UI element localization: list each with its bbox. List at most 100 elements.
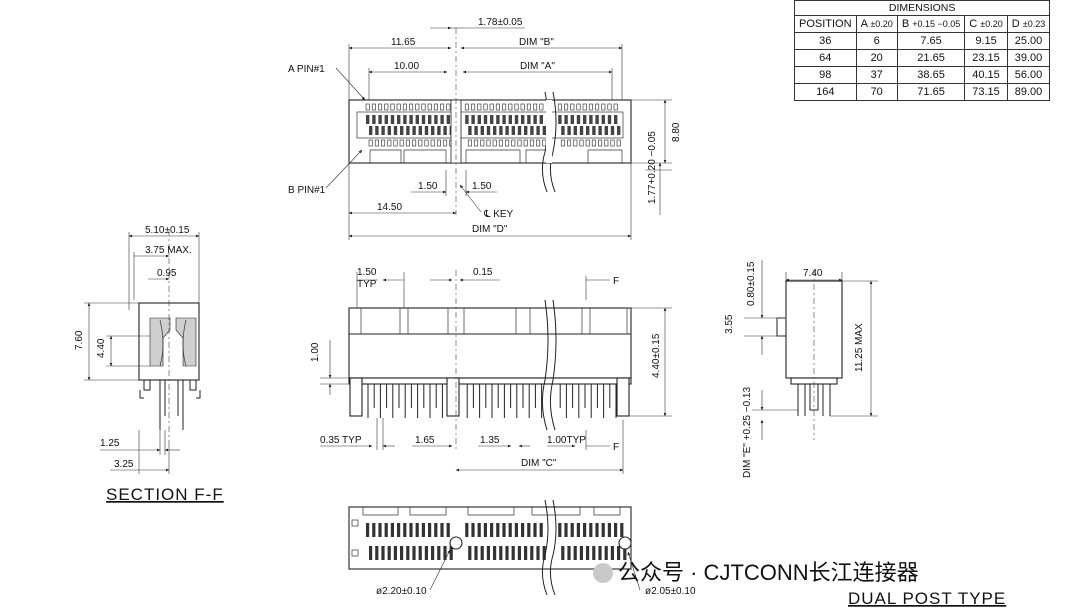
contact-pad (570, 103, 575, 111)
contact (607, 115, 612, 124)
contact (483, 115, 488, 124)
contact-pad (595, 103, 600, 111)
contact-pad (486, 139, 491, 147)
contact (592, 126, 596, 135)
dim-8-80-label: 8.80 (671, 122, 682, 142)
contact (539, 115, 543, 124)
housing-notch (467, 507, 515, 516)
lead-slot (496, 523, 500, 537)
table-cell: 36 (794, 32, 857, 50)
contact-pad (399, 139, 404, 147)
lead-slot (406, 546, 410, 560)
contact-pad (576, 103, 581, 111)
contact-pad (582, 103, 587, 111)
dim-7-60-label: 7.60 (74, 330, 85, 350)
contact-pad (498, 139, 503, 147)
contact-pad (387, 139, 392, 147)
lead-slot (508, 523, 512, 537)
lead-slot (400, 546, 404, 560)
lead-slot (598, 546, 602, 560)
contact-pad (430, 139, 435, 147)
contact-pad (436, 139, 441, 147)
lead-slot (471, 523, 475, 537)
contact (384, 115, 388, 124)
hole-2-05-label: ø2.05±0.10 (645, 586, 696, 597)
lead-slot (486, 546, 490, 560)
housing-window (589, 308, 628, 334)
contact-pad (474, 139, 479, 147)
contact (514, 115, 519, 124)
contact (573, 126, 577, 135)
lead-slot (595, 523, 599, 537)
lead-slot (579, 546, 583, 560)
a-pin-label: A PIN#1 (288, 64, 325, 75)
dim-3-75-label: 3.75 MAX. (145, 245, 192, 256)
contact (471, 115, 475, 124)
contact (477, 115, 481, 124)
lead-slot (434, 523, 438, 537)
lead-slot (614, 523, 618, 537)
contact-pad (412, 139, 417, 147)
contact (381, 126, 385, 135)
housing-window (407, 308, 449, 334)
section-f-marker-bottom: F (613, 442, 619, 453)
table-header-row: POSITION A ±0.20 B +0.15 −0.05 C ±0.20 D… (794, 15, 1051, 33)
lead-slot (375, 546, 379, 560)
housing-notch (369, 149, 402, 163)
contact (558, 115, 562, 124)
contact (589, 115, 593, 124)
contact-pad (573, 139, 578, 147)
dim-1-35-label: 1.35 (480, 435, 500, 446)
table-row: 64 20 21.65 23.15 39.00 (794, 49, 1051, 67)
contact (521, 115, 525, 124)
contact (564, 115, 568, 124)
contact-pad (405, 139, 410, 147)
table-cell: 164 (794, 83, 857, 101)
lead-slot (424, 546, 428, 560)
contact (465, 115, 469, 124)
contact-pad (567, 139, 572, 147)
table-cell: 56.00 (1006, 66, 1051, 84)
contact-pad (393, 139, 398, 147)
housing-notch (593, 507, 621, 516)
contact (610, 126, 615, 135)
lead-slot (477, 523, 481, 537)
contact (583, 115, 587, 124)
lead-slot (617, 546, 621, 560)
contact (446, 115, 450, 124)
lead-slot (480, 546, 484, 560)
dim-0-80-label: 0.80±0.15 (746, 261, 757, 306)
dim-c-label: DIM "C" (521, 458, 557, 469)
dim-0-15-label: 0.15 (473, 267, 493, 278)
lead-slot (610, 546, 614, 560)
lead-slot (536, 546, 540, 560)
contact-pad (471, 103, 476, 111)
contact (505, 126, 509, 135)
table-cell: 64 (794, 49, 857, 67)
contact (474, 126, 478, 135)
dim-7-40-label: 7.40 (803, 268, 823, 279)
contact-pad (560, 139, 565, 147)
lead-slot (623, 546, 627, 560)
lead-slot (511, 546, 515, 560)
contact-pad (492, 139, 497, 147)
dim-1-50-left-label: 1.50 (418, 181, 438, 192)
table-cell: 38.65 (896, 66, 966, 84)
contact-pad (427, 103, 432, 111)
contact-pad (533, 103, 538, 111)
typ-label: TYP (357, 279, 377, 290)
lead-slot (474, 546, 478, 560)
table-cell: 7.65 (896, 32, 966, 50)
front-view-leads (367, 384, 617, 418)
contact (598, 126, 602, 135)
table-cell: 20 (855, 49, 898, 67)
lead-slot (440, 523, 444, 537)
dim-11-25-label: 11.25 MAX (854, 323, 865, 372)
lead-slot (567, 546, 571, 560)
contact (527, 115, 531, 124)
contact-pad (539, 103, 544, 111)
contact (604, 126, 608, 135)
table-title: DIMENSIONS (793, 0, 1051, 16)
contact (424, 126, 429, 135)
contact-pad (607, 103, 612, 111)
